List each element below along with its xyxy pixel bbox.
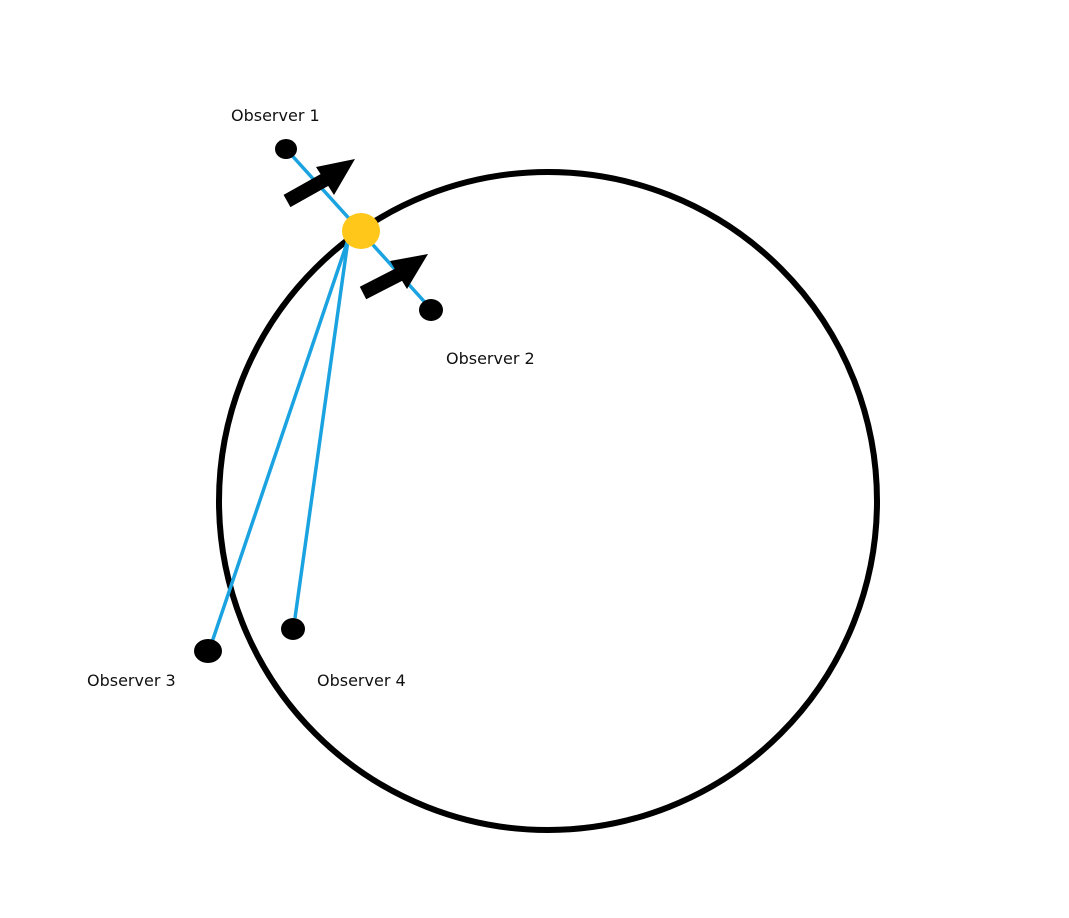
observer-2-dot — [419, 299, 443, 321]
observer-2-label: Observer 2 — [446, 349, 535, 368]
observer-1-label: Observer 1 — [231, 106, 320, 125]
observer-4-label: Observer 4 — [317, 671, 406, 690]
sightline-source-to-observer-3 — [208, 239, 350, 649]
observer-3-dot — [194, 639, 222, 663]
sightline-source-to-observer-4 — [293, 239, 350, 619]
observer-4-dot — [281, 618, 305, 640]
observer-3-label: Observer 3 — [87, 671, 176, 690]
source-dot — [342, 213, 380, 249]
observer-1-dot — [275, 139, 297, 159]
orbit-circle — [216, 169, 880, 833]
motion-arrow-upper-icon — [283, 159, 355, 208]
motion-arrow-lower-icon — [359, 254, 428, 300]
